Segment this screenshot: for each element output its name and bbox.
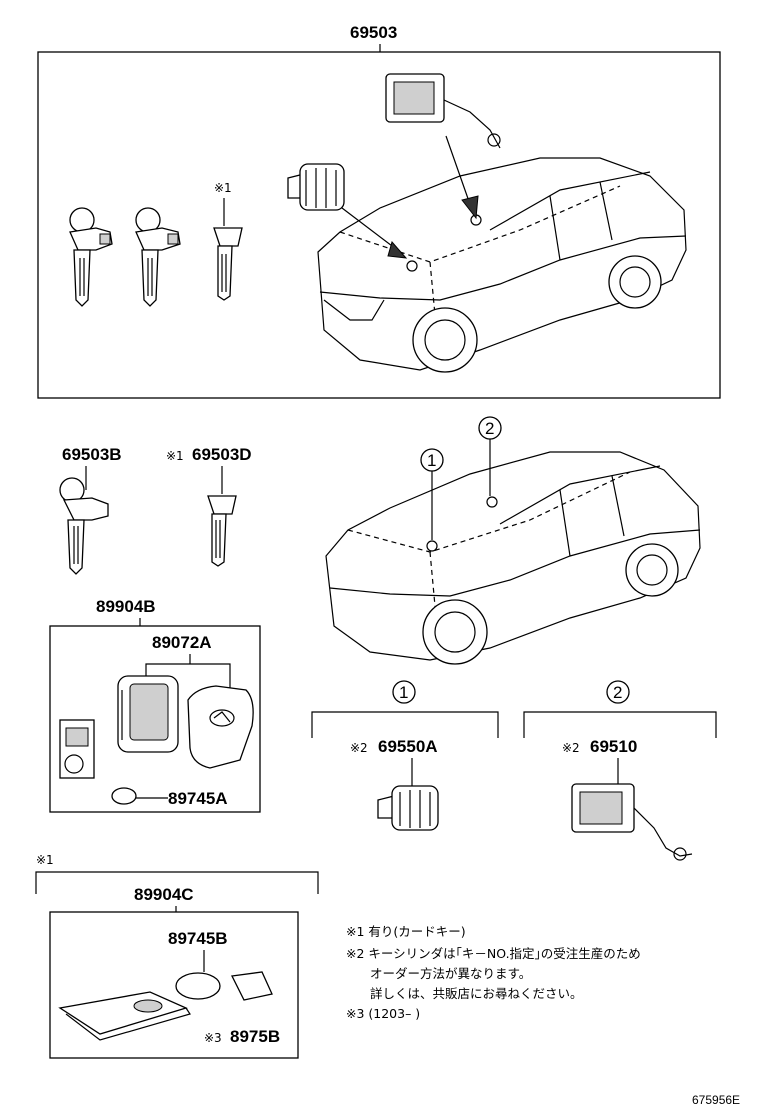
card-key[interactable]: [58, 991, 191, 1041]
part-label-69503B[interactable]: 69503B: [62, 445, 122, 464]
battery-89745A[interactable]: [111, 787, 137, 805]
emergency-key[interactable]: [213, 227, 243, 301]
mark-1-69503D: ※1: [166, 449, 184, 463]
battery-89745B[interactable]: [175, 972, 221, 1000]
remote-circuit-board[interactable]: [59, 719, 95, 779]
location-2-header: [606, 680, 630, 704]
bracket-location-2: [523, 711, 717, 738]
location-1-header-label: 1: [399, 683, 408, 702]
part-label-69510[interactable]: 69510: [590, 737, 637, 756]
group-box-69503: [37, 51, 721, 399]
part-label-8975B[interactable]: 8975B: [230, 1027, 280, 1046]
key-with-remote-head-2[interactable]: [135, 207, 181, 307]
note-2-line-3: 詳しくは、共販店にお尋ねください。: [370, 986, 583, 1001]
key-cylinder-door[interactable]: [287, 163, 345, 211]
smart-key-case[interactable]: [117, 675, 179, 753]
arrow-door-cylinder: [341, 207, 401, 253]
part-label-89745B[interactable]: 89745B: [168, 929, 228, 948]
part-label-89072A[interactable]: 89072A: [152, 633, 212, 652]
location-marker-2-label: 2: [485, 419, 494, 438]
diagram-reference-code: 675956E: [692, 1093, 740, 1107]
key-69503D[interactable]: [207, 495, 237, 567]
key-with-remote-head-1[interactable]: [69, 207, 113, 307]
part-label-69550A[interactable]: 69550A: [378, 737, 438, 756]
note-2: ※2 キーシリンダは｢キ－NO.指定｣の受注生産のため: [346, 946, 641, 961]
part-label-69503[interactable]: 69503: [350, 23, 397, 42]
mark-1-card-key: ※1: [214, 181, 232, 195]
location-marker-1-label: 1: [427, 451, 436, 470]
group-box-89904C: [49, 911, 299, 1059]
mark-2-69510: ※2: [562, 741, 580, 755]
location-1-header: [392, 680, 416, 704]
arrow-ignition: [445, 135, 473, 211]
vehicle-illustration-middle: [325, 451, 701, 665]
mark-3-8975B: ※3: [204, 1031, 222, 1045]
card-label-8975B[interactable]: [231, 971, 273, 1001]
part-label-69503D[interactable]: 69503D: [192, 445, 252, 464]
location-2-header-label: 2: [613, 683, 622, 702]
bracket-89072A: [145, 663, 231, 692]
bracket-location-1: [311, 711, 499, 738]
smart-key-cover[interactable]: [187, 685, 254, 769]
mark-2-69550A: ※2: [350, 741, 368, 755]
note-3: ※3 (1203– ): [346, 1006, 420, 1021]
mark-1-89904C: ※1: [36, 853, 54, 867]
door-key-cylinder-69550A[interactable]: [377, 785, 439, 831]
part-label-89745A[interactable]: 89745A: [168, 789, 228, 808]
ignition-switch-cylinder[interactable]: [385, 73, 501, 149]
note-2-line-2: オーダー方法が異なります。: [370, 966, 531, 981]
note-1: ※1 有り(カードキー): [346, 924, 466, 939]
key-69503B[interactable]: [59, 477, 109, 575]
part-label-89904C[interactable]: 89904C: [134, 885, 194, 904]
bracket-89904C: [35, 871, 319, 894]
ignition-cylinder-69510[interactable]: [571, 783, 693, 861]
part-label-89904B[interactable]: 89904B: [96, 597, 156, 616]
vehicle-illustration-top: [317, 157, 687, 373]
group-box-89904B: [49, 625, 261, 813]
